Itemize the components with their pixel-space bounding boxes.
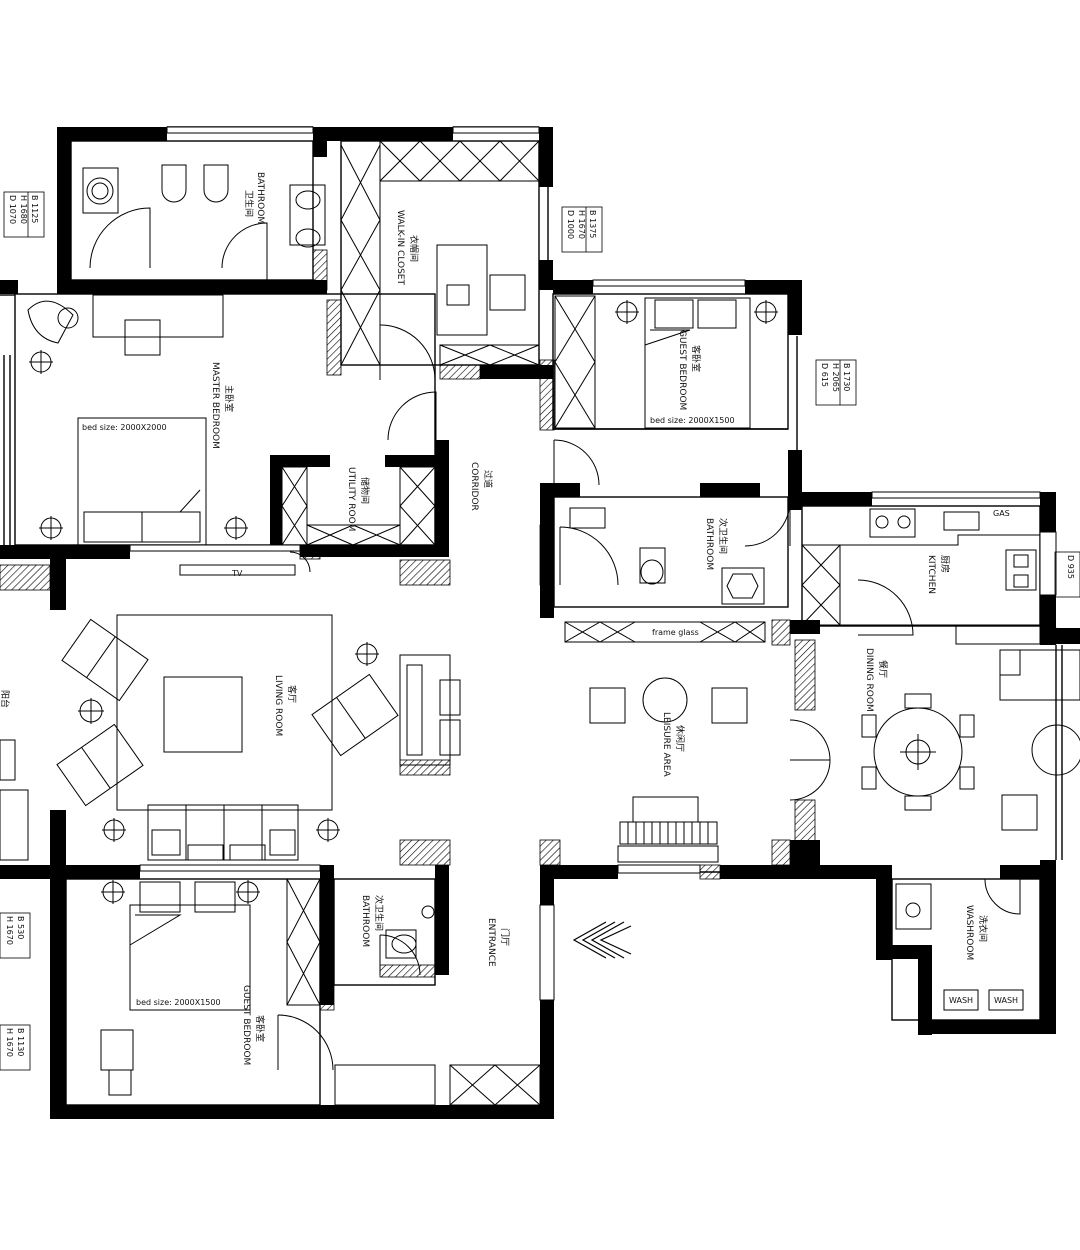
dim3-d: D 615 xyxy=(820,363,829,387)
dim2-d: D 1000 xyxy=(566,210,575,239)
dim4-d: D 935 xyxy=(1066,555,1075,579)
entrance-arrow-icon xyxy=(572,921,632,959)
dim6-h: H 1670 xyxy=(5,1028,14,1057)
doors xyxy=(89,207,1021,1071)
dim-tags xyxy=(0,191,1080,1071)
living-en: LIVING ROOM xyxy=(273,675,283,736)
frame-glass-label: frame glass xyxy=(652,628,699,637)
kitchen-cn: 厨房 xyxy=(939,555,951,573)
utility-en: UTILITY ROOM xyxy=(346,467,356,531)
leisure-cn: 休闲厅 xyxy=(674,725,686,752)
walkin-en: WALK-IN CLOSET xyxy=(395,210,405,285)
wash-2-label: WASH xyxy=(994,996,1018,1005)
guest-top-en: GUEST BEDROOM xyxy=(677,330,687,410)
entrance-en: ENTRANCE xyxy=(486,918,496,967)
bathroom-top-cn: 卫生间 xyxy=(243,190,255,217)
guest-top-bed-size: bed size: 2000X1500 xyxy=(650,416,735,425)
guest-bot-en: GUEST BEDROOM xyxy=(241,985,251,1065)
dim1-d: D 1070 xyxy=(8,195,17,224)
bath-mid-en: BATHROOM xyxy=(704,518,714,570)
dim3-b: B 1730 xyxy=(842,363,851,391)
dim1-h: H 1680 xyxy=(19,195,28,224)
utility-cn: 储物间 xyxy=(359,477,371,504)
windows xyxy=(129,126,1057,1001)
kitchen-en: KITCHEN xyxy=(926,555,936,594)
living-cn: 客厅 xyxy=(286,685,298,703)
dim2-h: H 1670 xyxy=(577,210,586,239)
dim6-b: B 1130 xyxy=(16,1028,25,1056)
cabinets xyxy=(281,140,841,1106)
dim1-b: B 1125 xyxy=(30,195,39,223)
leisure-en: LEISURE AREA xyxy=(661,712,671,778)
tv-label: TV xyxy=(231,569,243,578)
furniture xyxy=(0,244,1080,1096)
bath-fixtures xyxy=(82,164,1041,1011)
bath-bot-en: BATHROOM xyxy=(360,895,370,947)
dining-en: DINING ROOM xyxy=(864,648,874,712)
master-bed-size: bed size: 2000X2000 xyxy=(82,423,167,432)
guest-bot-bed-size: bed size: 2000X1500 xyxy=(136,998,221,1007)
laundry-en: WASHROOM xyxy=(964,905,974,960)
dim5-h: H 1670 xyxy=(5,916,14,945)
dining-cn: 餐厅 xyxy=(877,660,889,678)
gas-label: GAS xyxy=(993,509,1010,518)
entrance-cn: 门厅 xyxy=(499,928,511,946)
hatched-walls xyxy=(0,249,1057,1011)
guest-top-cn: 客卧室 xyxy=(690,345,702,372)
walkin-cn: 衣帽间 xyxy=(408,235,420,262)
corridor-cn: 过道 xyxy=(482,470,494,488)
balcony-label: 阳台 xyxy=(0,690,11,708)
dim3-h: H 2065 xyxy=(831,363,840,392)
guest-bot-cn: 客卧室 xyxy=(254,1015,266,1042)
dim5-b: B 530 xyxy=(16,916,25,939)
bath-mid-cn: 次卫生间 xyxy=(717,518,729,554)
dim2-b: B 1375 xyxy=(588,210,597,238)
master-cn: 主卧室 xyxy=(223,385,235,412)
bath-bot-cn: 次卫生间 xyxy=(373,895,385,931)
wash-1-label: WASH xyxy=(949,996,973,1005)
master-en: MASTER BEDROOM xyxy=(210,362,220,449)
bathroom-top-en: BATHROOM xyxy=(255,172,265,224)
laundry-cn: 洗衣间 xyxy=(977,915,989,942)
corridor-en: CORRIDOR xyxy=(469,462,479,511)
